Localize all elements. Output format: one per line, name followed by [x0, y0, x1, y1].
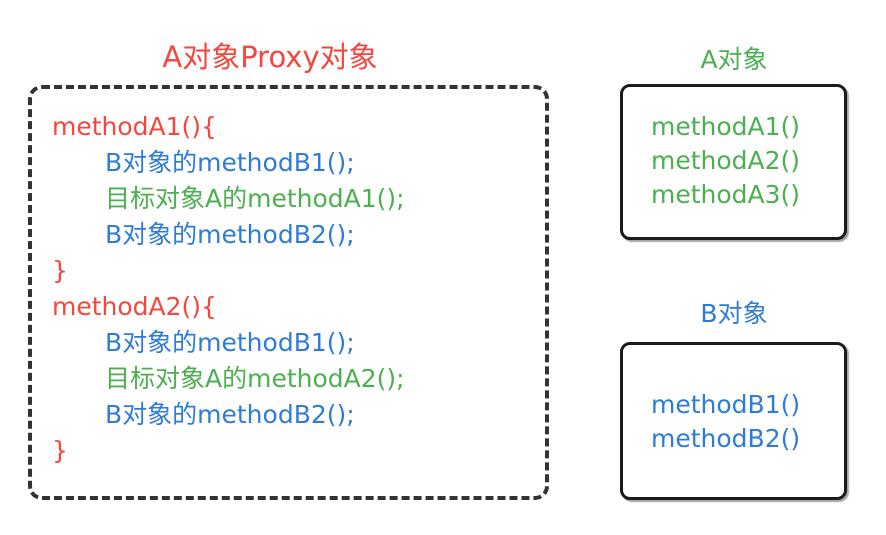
proxy-code-line: } — [52, 256, 68, 285]
object-b-box: methodB1() methodB2() — [620, 342, 847, 500]
proxy-code-line: B对象的methodB1(); — [105, 148, 355, 177]
proxy-code-line: methodA2(){ — [52, 292, 217, 321]
proxy-code-line: B对象的methodB2(); — [105, 220, 355, 249]
proxy-code-line: B对象的methodB2(); — [105, 400, 355, 429]
object-a-method: methodA2() — [651, 146, 801, 175]
proxy-code-line: 目标对象A的methodA2(); — [105, 364, 405, 393]
object-b-method: methodB1() — [651, 390, 801, 419]
object-a-box: methodA1() methodA2() methodA3() — [620, 84, 847, 240]
proxy-code-line: B对象的methodB1(); — [105, 328, 355, 357]
proxy-code-line: } — [52, 436, 68, 465]
object-a-method: methodA3() — [651, 180, 801, 209]
proxy-code-line: 目标对象A的methodA1(); — [105, 184, 405, 213]
object-a-method: methodA1() — [651, 112, 801, 141]
object-b-title: B对象 — [700, 299, 768, 328]
proxy-panel-title: A对象Proxy对象 — [162, 40, 378, 74]
proxy-code-line: methodA1(){ — [52, 112, 217, 141]
object-b-method: methodB2() — [651, 424, 801, 453]
object-a-title: A对象 — [700, 45, 768, 74]
proxy-panel-box: methodA1(){ B对象的methodB1(); 目标对象A的method… — [28, 85, 549, 500]
